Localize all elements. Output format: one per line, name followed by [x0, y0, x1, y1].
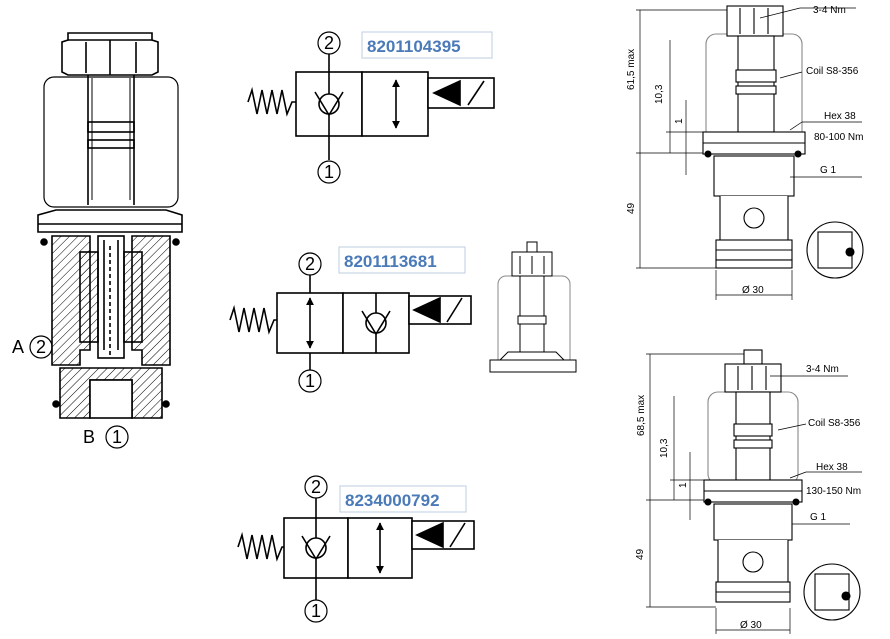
- port-a-circle: [29, 335, 53, 359]
- part-number-3: 8234000792: [345, 491, 440, 510]
- bottom-hex-torque: 130-150 Nm: [806, 486, 861, 497]
- top-dim-10-3: 10,3: [654, 84, 665, 104]
- top-dim-1: 1: [674, 118, 685, 124]
- top-thread-label: G 1: [820, 165, 837, 176]
- symbol-2-port-bottom: 1: [305, 371, 315, 391]
- symbol-2-port-top: 2: [305, 254, 315, 274]
- top-torque-nut: 3-4 Nm: [813, 5, 846, 16]
- part-number-box-2: [338, 246, 466, 274]
- part-number-box-1: [361, 31, 493, 59]
- port-b-letter: B: [83, 427, 95, 447]
- symbol-1-port-bottom: 1: [324, 162, 334, 182]
- hydraulic-symbol-2: 8201113681 2 1: [229, 246, 472, 393]
- top-height-max: 61,5 max: [626, 49, 637, 90]
- port-b-circle: [105, 425, 129, 449]
- part-number-1: 8201104395: [367, 37, 461, 56]
- bottom-dim-10-3: 10,3: [659, 438, 670, 458]
- top-hex-torque: 80-100 Nm: [814, 132, 863, 143]
- symbol-1-port-top: 2: [324, 33, 334, 53]
- symbol-3-port-top: 2: [311, 477, 321, 497]
- bottom-thread-label: G 1: [810, 512, 827, 523]
- hydraulic-symbol-3: 8234000792 2 1: [237, 475, 475, 623]
- hex-flange: [37, 209, 183, 233]
- dimension-drawing-top: 3-4 Nm Coil S8-356 61,5 max 10,3 1 Hex 3…: [626, 5, 864, 300]
- port-a-number: 2: [36, 337, 46, 357]
- dimension-drawing-bottom: 3-4 Nm Coil S8-356 68,5 max 10,3 1 Hex 3…: [635, 349, 862, 634]
- bottom-height-max: 68,5 max: [636, 395, 647, 436]
- part-number-2: 8201113681: [344, 252, 437, 271]
- hydraulic-symbol-1: 8201104395 2 1: [247, 31, 495, 184]
- valve-external-view: [489, 241, 577, 373]
- bottom-dim-49: 49: [635, 548, 646, 560]
- top-coil-label: Coil S8-356: [806, 66, 859, 77]
- bottom-torque-nut: 3-4 Nm: [806, 364, 839, 375]
- part-number-box-3: [339, 485, 467, 513]
- valve-cross-section: [37, 32, 183, 419]
- top-dim-49: 49: [626, 202, 637, 214]
- bottom-diameter: Ø 30: [740, 620, 762, 631]
- top-hex-label: Hex 38: [824, 111, 856, 122]
- port-a-letter: A: [12, 337, 24, 357]
- coil-outline: [43, 76, 179, 208]
- port-b-number: 1: [112, 427, 122, 447]
- bottom-hex-label: Hex 38: [816, 462, 848, 473]
- bottom-dim-1: 1: [678, 482, 689, 488]
- symbol-3-port-bottom: 1: [311, 601, 321, 621]
- bottom-coil-label: Coil S8-356: [808, 418, 861, 429]
- top-diameter: Ø 30: [742, 285, 764, 296]
